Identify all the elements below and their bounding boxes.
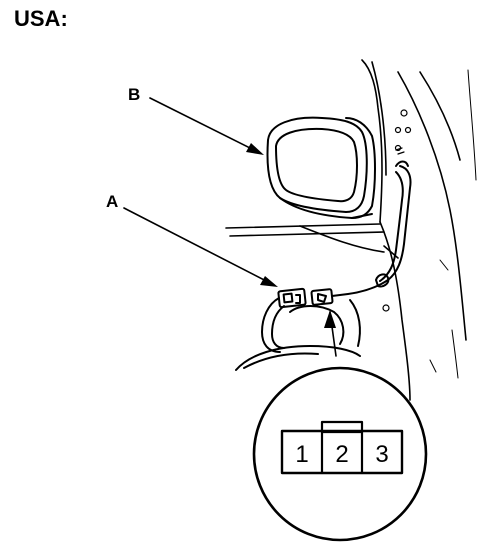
callout-a: A [106,192,118,211]
side-mirror [266,116,376,219]
mirror-harness [331,160,412,297]
pin-1: 1 [295,441,308,468]
door-frame [225,59,477,401]
connector-a [277,287,307,309]
arrowheads [246,143,336,328]
harness-loop [235,297,361,371]
arrowhead-a [260,276,278,287]
callout-b: B [128,85,140,104]
arrowhead-b [246,143,264,155]
region-heading: USA: [14,6,68,31]
arrowhead-zoom [324,310,336,328]
mating-connector [310,288,334,306]
pin-3: 3 [375,441,388,468]
connector-zoom-circle [252,366,428,542]
pin-2: 2 [335,441,348,468]
connector-key [320,420,364,434]
panel-fasteners [382,109,412,312]
